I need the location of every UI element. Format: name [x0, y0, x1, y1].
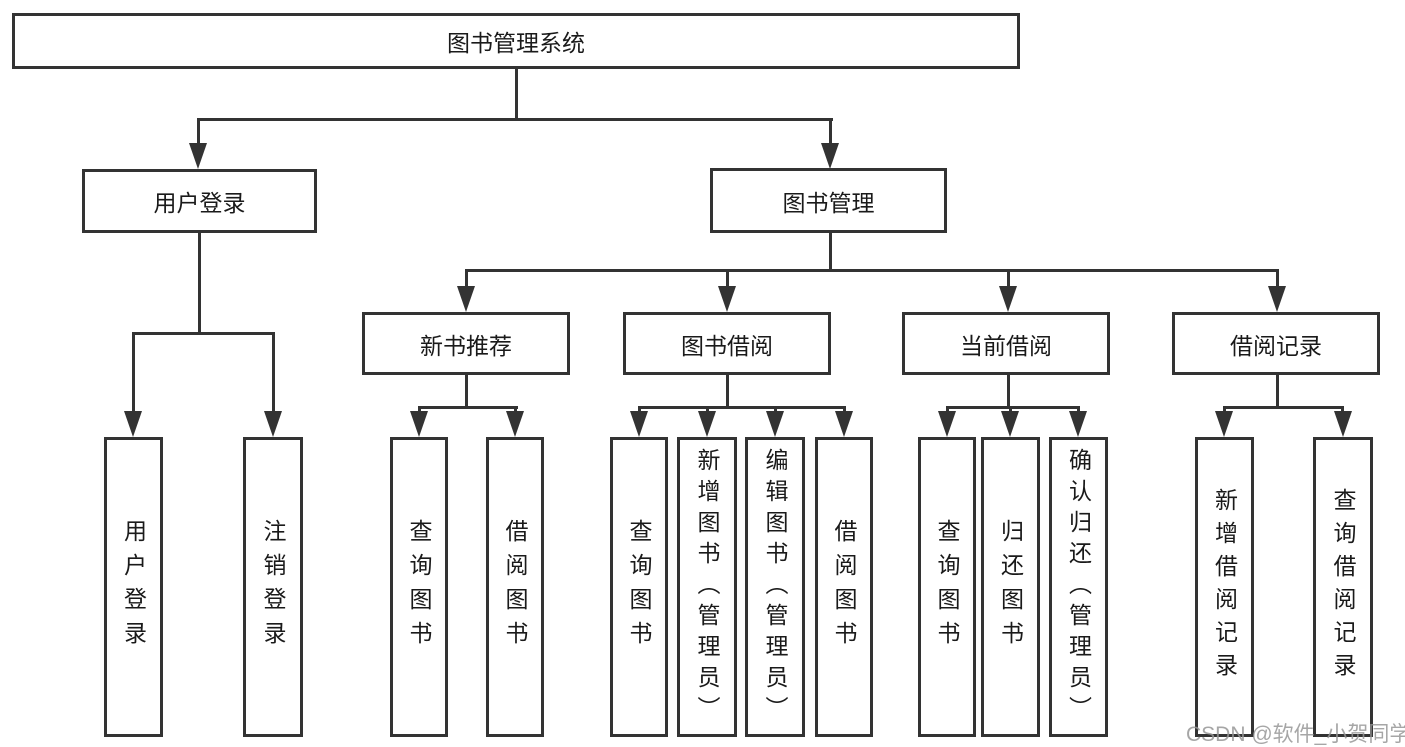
connector-level2-bar	[197, 118, 833, 121]
connector-stub	[132, 332, 135, 412]
node-user-login-label: 用户登录	[153, 190, 246, 216]
arrowhead-down-icon	[1215, 411, 1233, 437]
connector-stub	[197, 118, 200, 145]
watermark: CSDN @软件_小贺同学	[1186, 723, 1405, 746]
leaf-query-borrow-record: 查询借阅记录	[1313, 437, 1373, 737]
connector-stub	[829, 118, 832, 145]
arrowhead-down-icon	[189, 143, 207, 169]
arrowhead-down-icon	[264, 411, 282, 437]
node-new-book-recommendation-label: 新书推荐	[420, 332, 512, 359]
connector-stub	[465, 269, 468, 289]
connector-stem	[1276, 375, 1279, 408]
connector-stub	[1223, 406, 1226, 414]
connector-stub	[272, 332, 275, 412]
arrowhead-down-icon	[1069, 411, 1087, 437]
arrowhead-down-icon	[1001, 411, 1019, 437]
leaf-borrow-books-recommend: 借阅图书	[486, 437, 544, 737]
leaf-user-login: 用户登录	[104, 437, 163, 737]
connector-stub	[843, 406, 846, 414]
leaf-add-borrow-record: 新增借阅记录	[1195, 437, 1254, 737]
connector-stub	[774, 406, 777, 414]
connector-stub	[946, 406, 949, 414]
arrowhead-down-icon	[999, 286, 1017, 312]
leaf-confirm-return-admin-label: 确认归还（管理员）	[1065, 447, 1092, 727]
connector-stub	[1009, 406, 1012, 414]
connector-bar	[946, 406, 1080, 409]
arrowhead-down-icon	[938, 411, 956, 437]
connector-level3-bar	[465, 269, 1279, 272]
arrowhead-down-icon	[410, 411, 428, 437]
node-book-management-label: 图书管理	[782, 189, 875, 216]
connector-stub	[638, 406, 641, 414]
connector-stub	[1276, 269, 1279, 289]
connector-stub	[1007, 269, 1010, 289]
leaf-borrow-books-recommend-label: 借阅图书	[502, 519, 528, 655]
leaf-query-books-borrowing: 查询图书	[610, 437, 668, 737]
connector-book-mgmt-stem	[829, 232, 832, 271]
arrowhead-down-icon	[698, 411, 716, 437]
connector-bar	[638, 406, 846, 409]
connector-stem	[465, 375, 468, 408]
arrowhead-down-icon	[1334, 411, 1352, 437]
leaf-edit-book-admin: 编辑图书（管理员）	[745, 437, 805, 737]
node-current-borrowing: 当前借阅	[902, 312, 1110, 375]
leaf-edit-book-admin-label: 编辑图书（管理员）	[762, 447, 788, 727]
node-book-borrowing: 图书借阅	[623, 312, 831, 375]
connector-stub	[726, 269, 729, 289]
connector-root-stem	[515, 69, 518, 120]
connector-stub	[706, 406, 709, 414]
connector-stub	[1341, 406, 1344, 414]
leaf-return-books: 归还图书	[981, 437, 1040, 737]
leaf-add-book-admin: 新增图书（管理员）	[677, 437, 737, 737]
node-borrowing-records: 借阅记录	[1172, 312, 1380, 375]
connector-stub	[1077, 406, 1080, 414]
leaf-return-books-label: 归还图书	[997, 519, 1024, 655]
arrowhead-down-icon	[457, 286, 475, 312]
node-current-borrowing-label: 当前借阅	[960, 332, 1052, 359]
arrowhead-down-icon	[1268, 286, 1286, 312]
connector-stem	[1007, 375, 1010, 408]
leaf-logout: 注销登录	[243, 437, 303, 737]
leaf-borrow-books-borrowing: 借阅图书	[815, 437, 873, 737]
leaf-query-books-recommend-label: 查询图书	[406, 519, 432, 655]
leaf-query-borrow-record-label: 查询借阅记录	[1330, 488, 1356, 686]
node-new-book-recommendation: 新书推荐	[362, 312, 570, 375]
arrowhead-down-icon	[630, 411, 648, 437]
arrowhead-down-icon	[835, 411, 853, 437]
node-borrowing-records-label: 借阅记录	[1230, 332, 1322, 359]
leaf-query-books-borrowing-label: 查询图书	[626, 519, 652, 655]
leaf-query-books-recommend: 查询图书	[390, 437, 448, 737]
arrowhead-down-icon	[506, 411, 524, 437]
connector-bar	[1223, 406, 1344, 409]
arrowhead-down-icon	[821, 143, 839, 169]
leaf-user-login-label: 用户登录	[120, 519, 147, 655]
node-book-borrowing-label: 图书借阅	[681, 332, 773, 359]
connector-bar	[418, 406, 518, 409]
arrowhead-down-icon	[766, 411, 784, 437]
arrowhead-down-icon	[718, 286, 736, 312]
leaf-add-borrow-record-label: 新增借阅记录	[1211, 488, 1238, 686]
arrowhead-down-icon	[124, 411, 142, 437]
leaf-query-books-current: 查询图书	[918, 437, 976, 737]
leaf-confirm-return-admin: 确认归还（管理员）	[1049, 437, 1108, 737]
connector-stub	[418, 406, 421, 414]
connector-stem	[726, 375, 729, 408]
node-book-management: 图书管理	[710, 168, 947, 233]
node-root-label: 图书管理系统	[447, 30, 585, 56]
node-user-login: 用户登录	[82, 169, 317, 233]
connector-user-login-bar	[132, 332, 275, 335]
leaf-add-book-admin-label: 新增图书（管理员）	[694, 447, 720, 727]
leaf-borrow-books-borrowing-label: 借阅图书	[831, 519, 857, 655]
connector-stub	[514, 406, 517, 414]
leaf-query-books-current-label: 查询图书	[934, 519, 960, 655]
connector-user-login-stem	[198, 232, 201, 334]
node-root: 图书管理系统	[12, 13, 1020, 69]
leaf-logout-label: 注销登录	[260, 519, 286, 655]
